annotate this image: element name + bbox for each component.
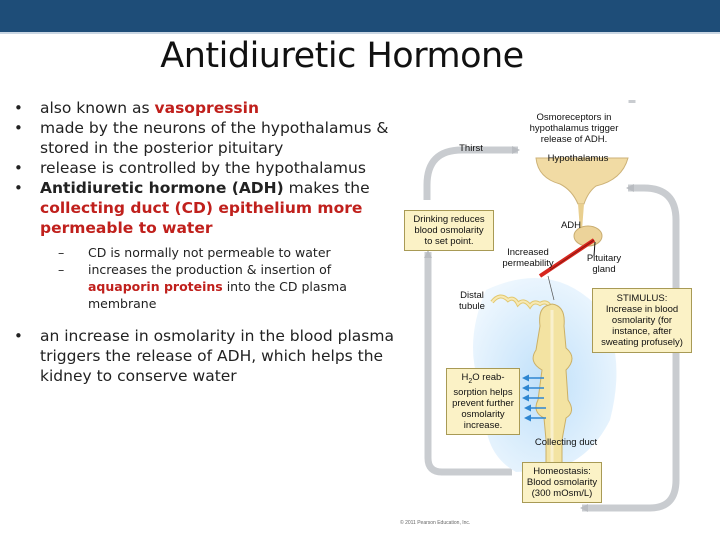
hypothalamus-shape: [535, 157, 629, 205]
adh-feedback-diagram: Osmoreceptors in hypothalamus trigger re…: [400, 100, 710, 535]
homeostasis-line: Blood osmolarity: [526, 477, 598, 488]
adh-term: Antidiuretic hormone (ADH): [40, 179, 284, 197]
osmoreceptors-line: hypothalamus trigger: [529, 123, 619, 134]
stimulus-line: instance, after: [612, 326, 672, 337]
bullet-list: also known as vasopressin made by the ne…: [12, 98, 402, 386]
aquaporin-highlight: aquaporin proteins: [88, 279, 223, 294]
bullet-vasopressin: also known as vasopressin: [12, 98, 402, 118]
sub-bullet-text: into the CD plasma membrane: [88, 279, 347, 311]
distal-tubule-label: Distal tubule: [452, 290, 492, 312]
hypothalamus-label: Hypothalamus: [547, 153, 609, 164]
pituitary-line: gland: [592, 264, 616, 275]
sub-bullet-aquaporin: increases the production & insertion of …: [12, 261, 402, 312]
homeostasis-line: Homeostasis:: [533, 466, 591, 477]
bullet-text: release is controlled by the hypothalamu…: [40, 159, 366, 177]
reab-sub: 2: [468, 377, 473, 385]
water-reabsorption-box: H2O reab- sorption helps prevent further…: [446, 368, 520, 435]
adh-label: ADH: [560, 220, 582, 231]
increased-permeability-label: Increased permeability: [496, 247, 560, 269]
banner-rule: [0, 32, 720, 34]
pituitary-stalk: [578, 204, 584, 230]
bullet-release-control: release is controlled by the hypothalamu…: [12, 158, 402, 178]
stimulus-box: STIMULUS: Increase in blood osmolarity (…: [592, 288, 692, 353]
sub-bullet-text: CD is normally not permeable to water: [88, 245, 331, 260]
pituitary-gland-label: Pituitary gland: [584, 253, 624, 275]
stimulus-line: STIMULUS:: [616, 293, 668, 304]
reab-rest: O reab-: [472, 372, 505, 383]
increased-line: permeability: [502, 258, 554, 269]
bullet-osmolarity-trigger: an increase in osmolarity in the blood p…: [12, 326, 402, 386]
homeostasis-line: (300 mOsm/L): [531, 488, 593, 499]
reab-line: osmolarity: [461, 408, 505, 420]
distal-line: Distal: [460, 290, 484, 301]
reab-h: H: [461, 372, 469, 383]
collecting-duct-label: Collecting duct: [534, 437, 598, 448]
reab-line: sorption helps: [453, 386, 513, 398]
sub-bullet-not-permeable: CD is normally not permeable to water: [12, 244, 402, 261]
vasopressin-highlight: vasopressin: [154, 99, 260, 117]
bullet-text: makes the: [283, 179, 370, 197]
bullet-hypothalamus-neurons: made by the neurons of the hypothalamus …: [12, 118, 402, 158]
drinking-reduces-box: Drinking reduces blood osmolarity to set…: [404, 210, 494, 251]
stimulus-line: sweating profusely): [601, 337, 683, 348]
osmoreceptors-line: Osmoreceptors in: [536, 112, 612, 123]
osmoreceptors-label: Osmoreceptors in hypothalamus trigger re…: [518, 112, 630, 145]
homeostasis-box: Homeostasis: Blood osmolarity (300 mOsm/…: [522, 462, 602, 503]
bullet-text: an increase in osmolarity in the blood p…: [40, 327, 394, 385]
distal-line: tubule: [459, 301, 485, 312]
slide-title: Antidiuretic Hormone: [160, 36, 524, 76]
bullet-text: made by the neurons of the hypothalamus …: [40, 119, 389, 157]
collecting-duct-highlight: collecting duct (CD) epithelium more per…: [40, 199, 363, 237]
bullet-adh-effect: Antidiuretic hormone (ADH) makes the col…: [12, 178, 402, 238]
water-reabsorption-arrows: [522, 374, 546, 422]
osmoreceptors-line: release of ADH.: [540, 134, 608, 145]
bullet-text: also known as: [40, 99, 155, 117]
increased-line: Increased: [507, 247, 549, 258]
reab-line: H2O reab-: [449, 372, 517, 387]
stimulus-line: osmolarity (for: [611, 315, 673, 326]
pituitary-line: Pituitary: [586, 253, 622, 264]
top-banner: [0, 0, 720, 32]
thirst-label: Thirst: [459, 143, 483, 154]
copyright-credit: © 2011 Pearson Education, Inc.: [400, 520, 471, 526]
drinking-line: Drinking reduces: [413, 214, 485, 225]
stimulus-line: Increase in blood: [605, 304, 679, 315]
reab-line: increase.: [463, 419, 503, 431]
drinking-line: to set point.: [424, 236, 474, 247]
drinking-line: blood osmolarity: [414, 225, 484, 236]
reab-line: prevent further: [452, 397, 514, 409]
sub-bullet-text: increases the production & insertion of: [88, 262, 332, 277]
